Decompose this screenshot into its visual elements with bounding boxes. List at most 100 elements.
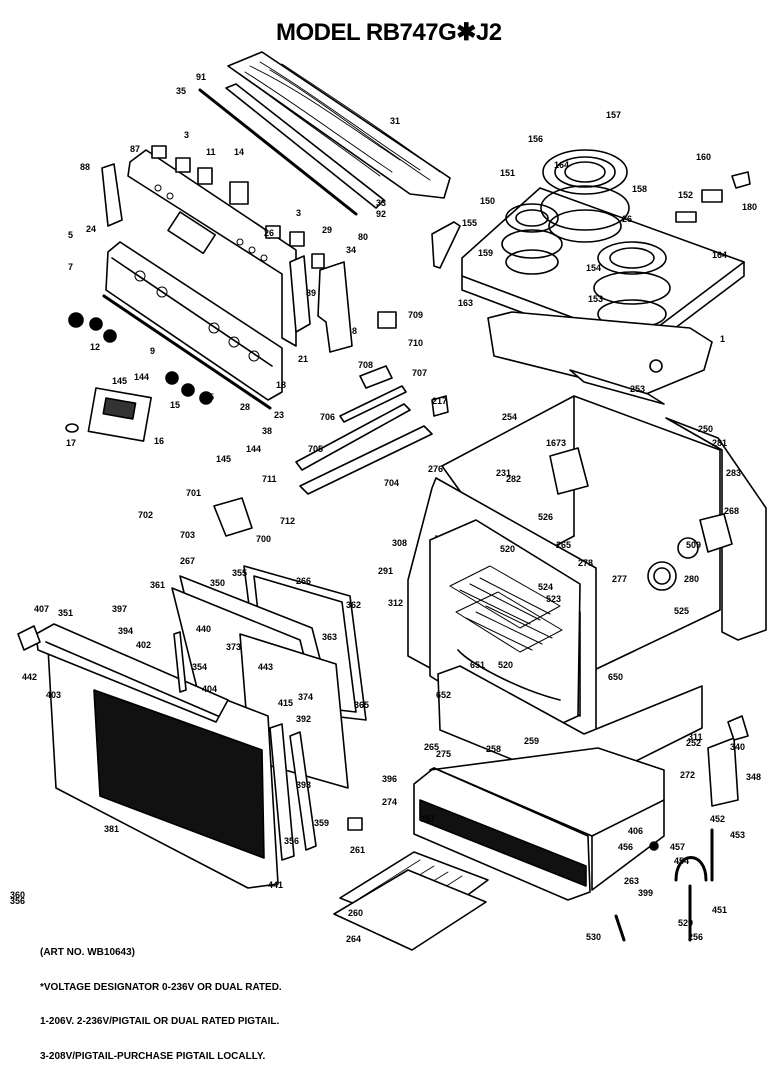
callout-526: 526 — [538, 512, 553, 522]
callout-356: 356 — [284, 836, 299, 846]
callout-180: 180 — [742, 202, 757, 212]
callout-92: 92 — [376, 209, 386, 219]
callout-701: 701 — [186, 488, 201, 498]
oven-door-window — [93, 689, 265, 859]
callout-35: 35 — [176, 86, 186, 96]
callout-28: 28 — [240, 402, 250, 412]
oven-body-group — [407, 395, 767, 789]
callout-278: 278 — [578, 558, 593, 568]
callout-1673: 1673 — [546, 438, 566, 448]
callout-403: 403 — [46, 690, 61, 700]
callout-272: 272 — [680, 770, 695, 780]
callout-11: 11 — [206, 147, 216, 157]
callout-3: 3 — [184, 130, 189, 140]
callout-26: 26 — [264, 228, 274, 238]
voltage-note-1: *VOLTAGE DESIGNATOR 0-236V OR DUAL RATED… — [40, 981, 282, 993]
callout-708: 708 — [358, 360, 373, 370]
callout-350: 350 — [210, 578, 225, 588]
drawer-group — [333, 715, 749, 951]
callout-250: 250 — [698, 424, 713, 434]
callout-709: 709 — [408, 310, 423, 320]
callout-29: 29 — [322, 225, 332, 235]
callout-354: 354 — [192, 662, 207, 672]
callout-280: 280 — [684, 574, 699, 584]
callout-152: 152 — [678, 190, 693, 200]
callout-164: 164 — [554, 160, 569, 170]
callout-261: 261 — [350, 845, 365, 855]
callout-15: 15 — [204, 392, 214, 402]
callout-373: 373 — [226, 642, 241, 652]
callout-274: 274 — [382, 797, 397, 807]
callout-265: 265 — [424, 742, 439, 752]
callout-340: 340 — [730, 742, 745, 752]
callout-91: 91 — [196, 72, 206, 82]
callout-263: 263 — [624, 876, 639, 886]
callout-415: 415 — [278, 698, 293, 708]
callout-283: 283 — [726, 468, 741, 478]
callout-18: 18 — [276, 380, 286, 390]
callout-88: 88 — [80, 162, 90, 172]
callout-406: 406 — [628, 826, 643, 836]
callout-87: 87 — [130, 144, 140, 154]
callout-651: 651 — [470, 660, 485, 670]
callout-14: 14 — [234, 147, 244, 157]
callout-311: 311 — [688, 732, 703, 742]
callout-351: 351 — [58, 608, 73, 618]
lower-control-panel — [105, 241, 283, 401]
callout-308: 308 — [392, 538, 407, 548]
knobs — [68, 312, 213, 405]
callout-281: 281 — [712, 438, 727, 448]
callout-453: 453 — [730, 830, 745, 840]
callout-276: 276 — [428, 464, 443, 474]
callout-312: 312 — [388, 598, 403, 608]
callout-282: 282 — [506, 474, 521, 484]
callout-151: 151 — [500, 168, 515, 178]
callout-407: 407 — [34, 604, 49, 614]
callout-396: 396 — [382, 774, 397, 784]
callout-145: 145 — [112, 376, 127, 386]
callout-256: 256 — [688, 932, 703, 942]
callout-160: 160 — [696, 152, 711, 162]
callout-440: 440 — [196, 624, 211, 634]
callout-451: 451 — [712, 905, 727, 915]
callout-707: 707 — [412, 368, 427, 378]
trim-strip-31 — [227, 51, 451, 199]
callout-155: 155 — [462, 218, 477, 228]
callout-156: 156 — [528, 134, 543, 144]
callout-21: 21 — [298, 354, 308, 364]
callout-404: 404 — [202, 684, 217, 694]
callout-652: 652 — [436, 690, 451, 700]
callout-159: 159 — [478, 248, 493, 258]
callout-365: 365 — [354, 700, 369, 710]
callout-700: 700 — [256, 534, 271, 544]
callout-704: 704 — [384, 478, 399, 488]
callout-24: 24 — [86, 224, 96, 234]
callout-359: 359 — [314, 818, 329, 828]
voltage-note-2: 1-206V. 2-236V/PIGTAIL OR DUAL RATED PIG… — [40, 1016, 280, 1027]
callout-33: 33 — [376, 198, 386, 208]
callout-89: 89 — [306, 288, 316, 298]
exploded-parts-diagram: MODEL RB747G✱J2 — [10, 19, 767, 1062]
callout-8: 8 — [352, 326, 357, 336]
callout-509: 509 — [686, 540, 701, 550]
callout-356: 356 — [10, 896, 25, 906]
callout-38: 38 — [262, 426, 272, 436]
callout-381: 381 — [104, 824, 119, 834]
callout-525: 525 — [674, 606, 689, 616]
callout-520: 520 — [498, 660, 513, 670]
callout-443: 443 — [258, 662, 273, 672]
callout-402: 402 — [136, 640, 151, 650]
callout-12: 12 — [90, 342, 100, 352]
callout-259: 259 — [524, 736, 539, 746]
callout-703: 703 — [180, 530, 195, 540]
callout-254: 254 — [502, 412, 517, 422]
callout-9: 9 — [150, 346, 155, 356]
callout-265: 265 — [556, 540, 571, 550]
callout-144: 144 — [134, 372, 149, 382]
art-number: (ART NO. WB10643) — [40, 947, 136, 958]
callout-456: 456 — [618, 842, 633, 852]
callout-154: 154 — [586, 263, 601, 273]
callout-23: 23 — [274, 410, 284, 420]
callout-392: 392 — [296, 714, 311, 724]
